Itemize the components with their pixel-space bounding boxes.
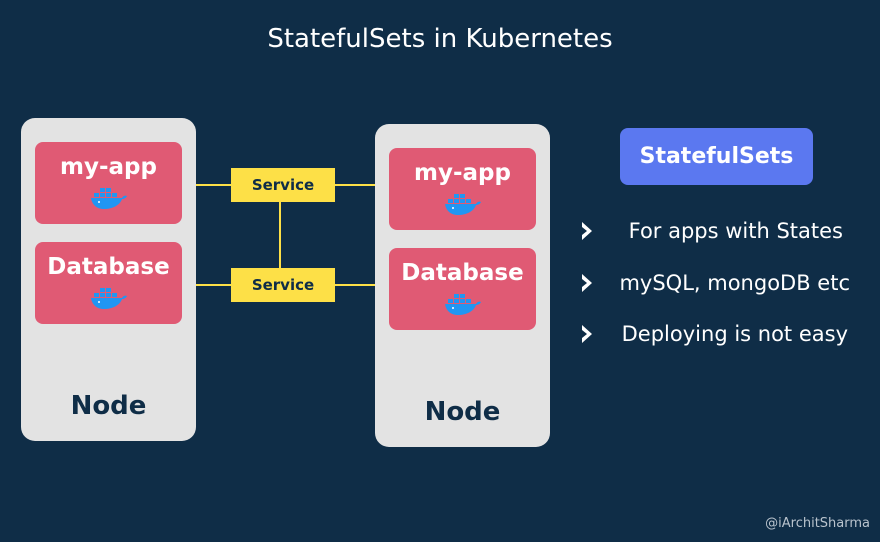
author-credit: @iArchitSharma <box>765 516 870 531</box>
bullet-text: mySQL, mongoDB etc <box>619 271 850 295</box>
chevron-right-icon <box>582 222 592 240</box>
service-box-database: Service <box>231 268 335 302</box>
node-left: my-app Database Node <box>21 118 196 441</box>
docker-whale-icon <box>90 288 127 309</box>
pod-label: my-app <box>414 160 511 186</box>
node-right: my-app Database Node <box>375 124 550 447</box>
docker-whale-icon <box>90 188 127 209</box>
node-label: Node <box>424 397 501 427</box>
chevron-right-icon <box>582 325 592 343</box>
bullet-text: Deploying is not easy <box>621 322 848 346</box>
docker-whale-icon <box>444 294 481 315</box>
bullet-text: For apps with States <box>628 219 843 243</box>
docker-whale-icon <box>444 194 481 215</box>
pod-label: my-app <box>60 154 157 180</box>
bullet-item: mySQL, mongoDB etc <box>580 266 870 300</box>
diagram-title: StatefulSets in Kubernetes <box>267 24 613 54</box>
pod-my-app: my-app <box>389 148 536 230</box>
pod-database: Database <box>389 248 536 330</box>
service-box-my-app: Service <box>231 168 335 202</box>
pod-my-app: my-app <box>35 142 182 224</box>
pod-database: Database <box>35 242 182 324</box>
statefulsets-badge: StatefulSets <box>620 128 813 185</box>
chevron-right-icon <box>582 274 592 292</box>
node-label: Node <box>70 391 147 421</box>
bullet-item: Deploying is not easy <box>580 317 870 351</box>
bullet-item: For apps with States <box>580 214 870 248</box>
pod-label: Database <box>47 254 170 280</box>
pod-label: Database <box>401 260 524 286</box>
